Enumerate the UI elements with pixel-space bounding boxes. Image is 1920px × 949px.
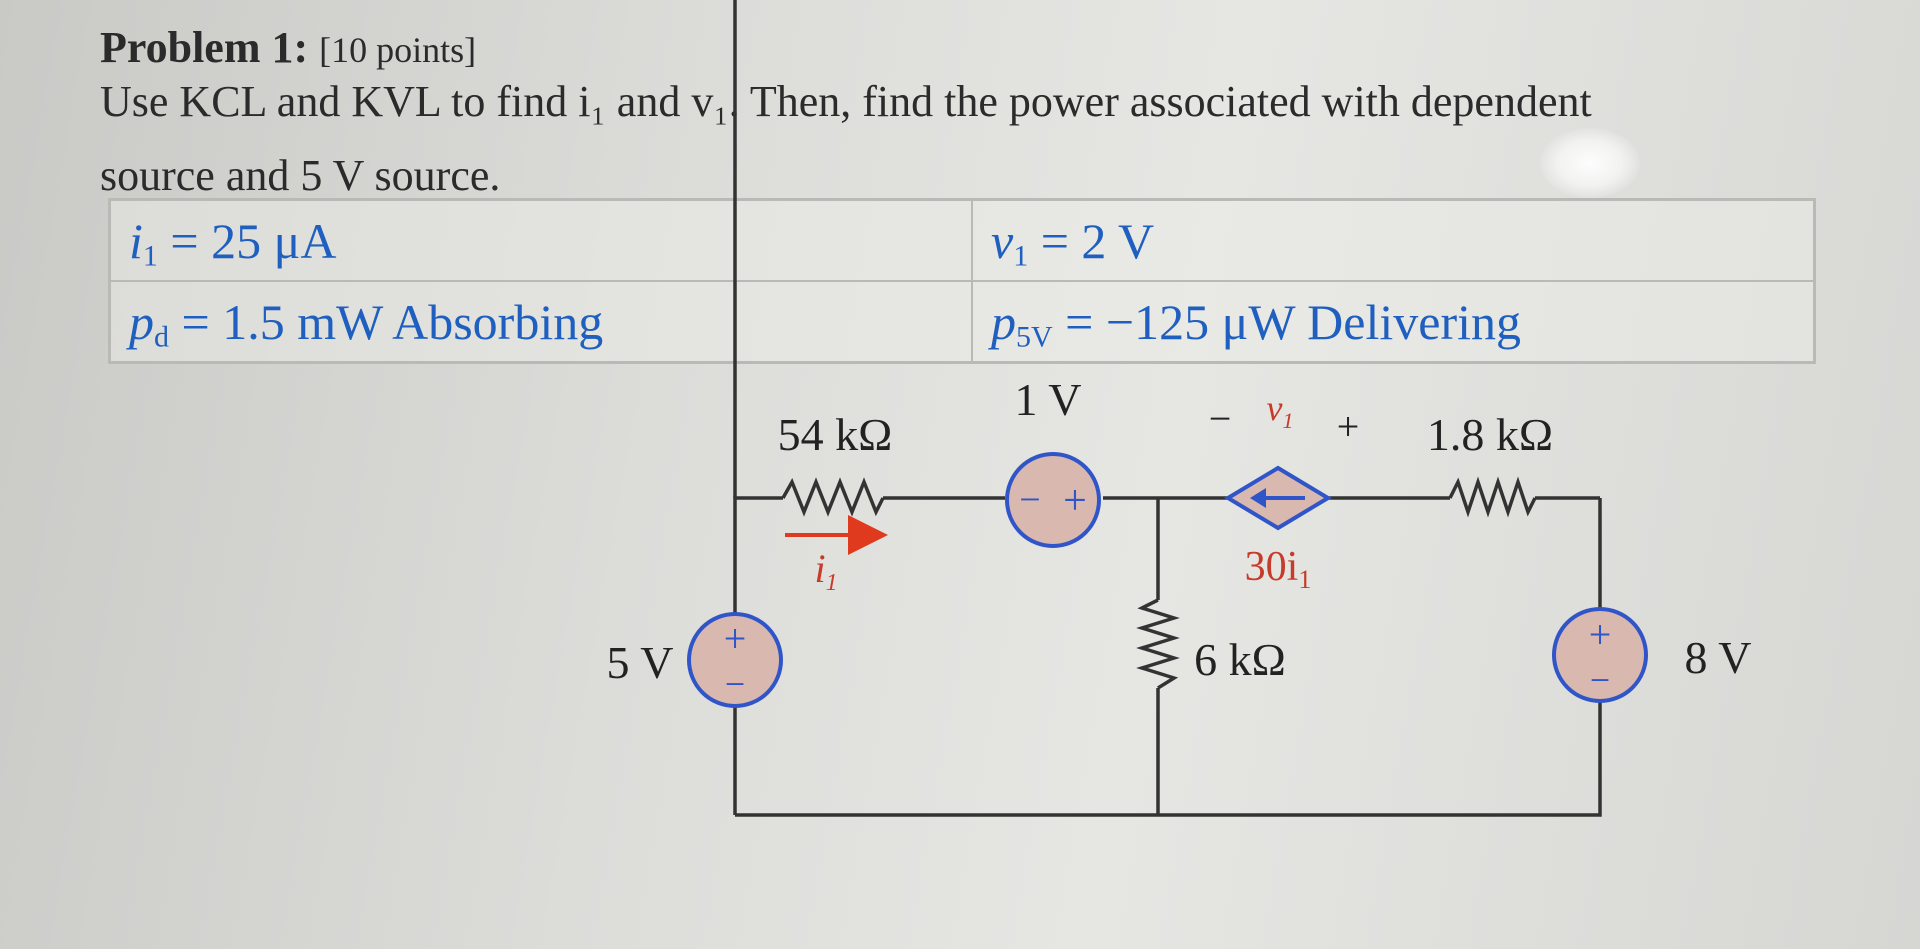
source-5v: + − bbox=[687, 612, 783, 708]
label-1-8k: 1.8 kΩ bbox=[1427, 409, 1553, 460]
problem-title: Problem 1: [10 points] bbox=[100, 22, 476, 73]
answer-pd: pd = 1.5 mW Absorbing bbox=[110, 281, 972, 362]
label-6k: 6 kΩ bbox=[1194, 634, 1286, 685]
label-54k: 54 kΩ bbox=[778, 409, 893, 460]
resistor-6k bbox=[1136, 598, 1180, 690]
source-8v: + − bbox=[1552, 607, 1648, 703]
circuit-wires bbox=[733, 0, 1602, 817]
answer-v1: v1 = 2 V bbox=[972, 200, 1814, 281]
svg-text:−: − bbox=[1590, 660, 1610, 700]
answer-p5v: p5V = −125 μW Delivering bbox=[972, 281, 1814, 362]
problem-label: Problem 1: bbox=[100, 23, 309, 72]
resistor-54k bbox=[781, 477, 885, 517]
label-8v: 8 V bbox=[1685, 632, 1752, 683]
resistor-1-8k bbox=[1448, 476, 1537, 518]
problem-text-line-2: source and 5 V source. bbox=[100, 151, 501, 200]
answer-table: i1 = 25 μA v1 = 2 V pd = 1.5 mW Absorbin… bbox=[108, 198, 1816, 364]
svg-text:−: − bbox=[725, 664, 745, 704]
source-1v: − + bbox=[1005, 452, 1101, 548]
label-v1-minus: − bbox=[1209, 396, 1232, 441]
svg-text:+: + bbox=[1589, 612, 1612, 657]
label-v1: v1 bbox=[1267, 388, 1294, 433]
label-5v: 5 V bbox=[607, 637, 674, 688]
dependent-source bbox=[1224, 465, 1332, 531]
label-v1-plus: + bbox=[1337, 404, 1360, 449]
svg-text:+: + bbox=[1063, 478, 1087, 524]
label-30i1: 30i1 bbox=[1245, 544, 1312, 594]
answer-i1: i1 = 25 μA bbox=[110, 200, 972, 281]
label-1v: 1 V bbox=[1015, 374, 1082, 425]
problem-points: [10 points] bbox=[319, 30, 477, 70]
svg-text:+: + bbox=[724, 616, 747, 661]
label-i1: i1 bbox=[814, 546, 837, 596]
problem-text-line-1: Use KCL and KVL to find i₁ and v₁. Then,… bbox=[100, 77, 1592, 126]
camera-glare bbox=[1540, 128, 1640, 198]
svg-text:−: − bbox=[1019, 479, 1040, 521]
